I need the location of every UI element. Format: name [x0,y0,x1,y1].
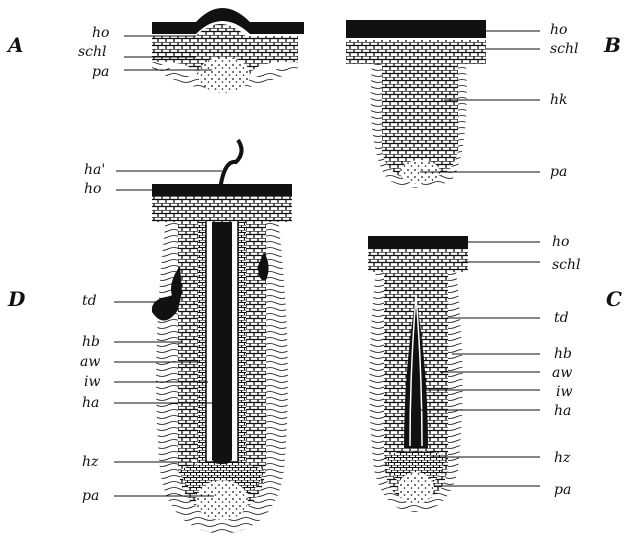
panel-d [152,140,292,534]
panel-c-letter: C [606,287,622,311]
panel-c-papilla [398,472,434,504]
label-a-schl: schl [78,44,107,60]
label-c-hb: hb [554,346,572,362]
panel-b-letter: B [603,33,621,57]
label-b-pa: pa [550,164,567,180]
label-d-aw: aw [80,354,100,370]
panel-d-horn-layer [152,184,292,196]
panel-b-horn-layer [346,20,486,38]
label-a-ho: ho [92,25,109,41]
label-c-hz: hz [554,450,571,466]
label-d-pa: pa [82,488,99,504]
label-d-ha-prime: ha' [84,162,105,178]
label-d-ha: ha [82,395,99,411]
panel-a [152,8,304,93]
panel-d-hair-tip [220,140,242,190]
panel-a-papilla [198,57,250,93]
label-c-schl: schl [552,257,581,273]
label-d-hz: hz [82,454,99,470]
label-c-aw: aw [552,365,572,381]
panel-d-hair-shaft [212,190,232,465]
panel-d-letter: D [7,287,26,311]
label-c-ha: ha [554,403,571,419]
panel-d-papilla [196,480,248,520]
panel-d-cell-layer [152,196,292,222]
label-c-ho: ho [552,234,569,250]
panel-c-cell-layer [368,248,468,272]
panel-c-horn-layer [368,236,468,248]
label-b-schl: schl [550,41,579,57]
label-c-td: td [554,310,569,326]
panel-b-cell-layer [346,40,486,64]
panel-b [346,20,486,188]
label-c-pa: pa [554,482,571,498]
label-b-ho: ho [550,22,567,38]
panel-a-letter: A [6,33,24,57]
label-d-td: td [82,293,97,309]
label-d-iw: iw [84,374,100,390]
panel-c [368,236,468,512]
label-d-hb: hb [82,334,100,350]
label-a-pa: pa [92,64,109,80]
label-d-ho: ho [84,181,101,197]
label-c-iw: iw [556,384,572,400]
label-b-hk: hk [550,92,568,108]
